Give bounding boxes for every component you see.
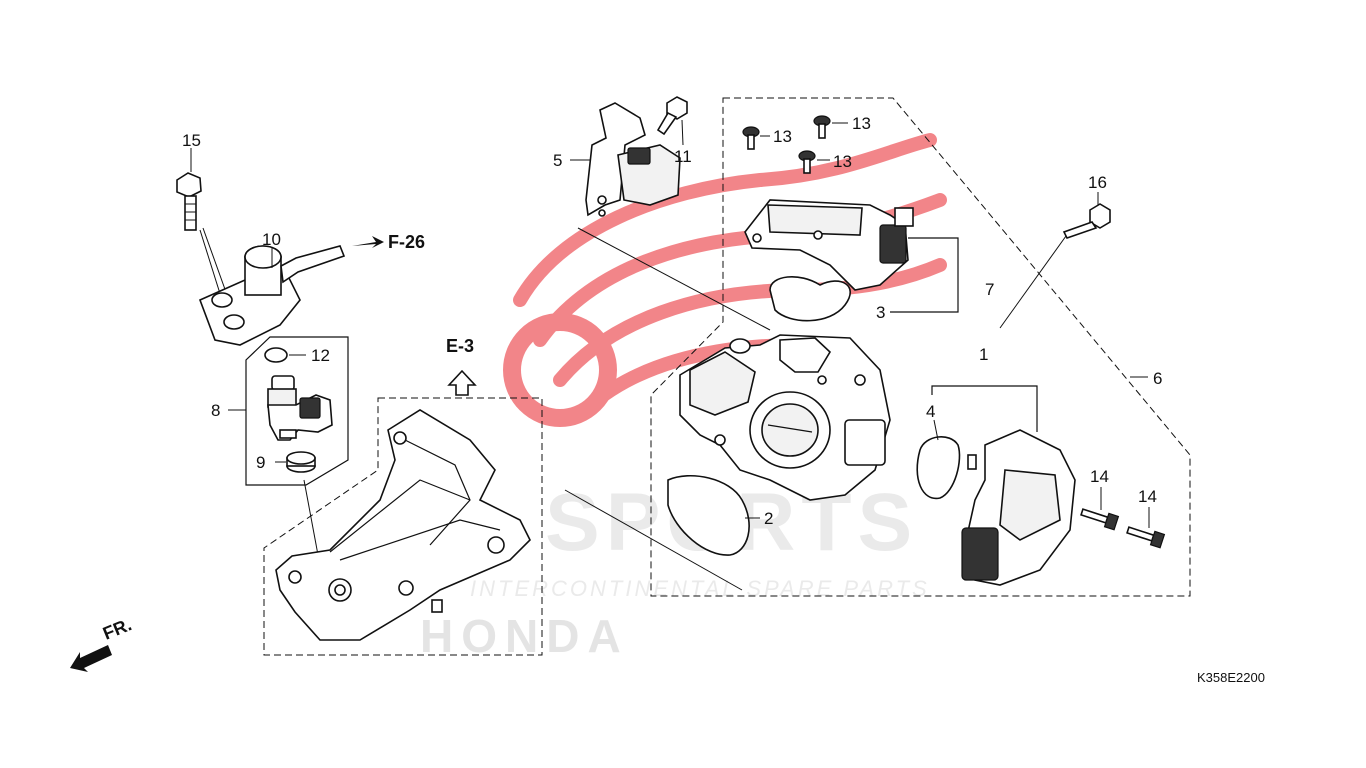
callout-3: 3 <box>876 303 885 322</box>
part-11-screw <box>656 96 688 136</box>
callout-12: 12 <box>311 346 330 365</box>
callout-10: 10 <box>262 230 281 249</box>
drawing-code: K358E2200 <box>1197 670 1265 685</box>
throttle-body <box>679 334 891 501</box>
part-5-sensor-bracket <box>585 102 681 217</box>
callout-13-b: 13 <box>852 114 871 133</box>
callout-11: 11 <box>674 147 692 166</box>
callout-13-c: 13 <box>833 152 852 171</box>
part-7-idle-air-control <box>744 199 914 291</box>
callout-9: 9 <box>256 453 265 472</box>
callout-15: 15 <box>182 131 201 150</box>
arrow-e3 <box>447 369 477 396</box>
part-14-bolts <box>1080 508 1166 549</box>
callout-8: 8 <box>211 401 220 420</box>
front-arrow <box>70 645 112 672</box>
callout-5: 5 <box>553 151 562 170</box>
callout-6: 6 <box>1153 369 1162 388</box>
intake-bracket <box>275 409 531 641</box>
callout-14-a: 14 <box>1090 467 1109 486</box>
part-2-gasket <box>667 474 750 556</box>
part-13-screws <box>742 115 831 174</box>
part-1-position-sensor <box>961 429 1076 586</box>
callout-7: 7 <box>985 280 994 299</box>
ref-f26: F-26 <box>388 232 425 252</box>
group-bracket-injector <box>245 336 349 486</box>
ref-front: FR. <box>100 614 134 643</box>
callout-16: 16 <box>1088 173 1107 192</box>
part-4-o-ring <box>916 436 961 500</box>
part-8-injector <box>267 375 333 441</box>
part-9-seal-ring <box>286 451 316 473</box>
ref-e3: E-3 <box>446 336 474 356</box>
part-3-gasket <box>769 275 851 322</box>
part-15-flange-bolt <box>176 172 202 231</box>
callout-14-b: 14 <box>1138 487 1157 506</box>
arrow-f26 <box>352 236 384 248</box>
group-bracket-7 <box>890 237 959 313</box>
watermark-maker: HONDA <box>420 610 629 662</box>
callout-1: 1 <box>979 345 988 364</box>
group-outline-bracket <box>263 397 543 656</box>
group-bracket-1 <box>931 385 1038 432</box>
part-16-bolt <box>1062 203 1111 239</box>
watermark-tagline: INTERCONTINENTAL SPARE PARTS <box>470 576 930 601</box>
group-outline-throttle-body <box>650 97 1191 597</box>
callout-13-a: 13 <box>773 127 792 146</box>
callout-4: 4 <box>926 402 935 421</box>
watermark: SPORTS INTERCONTINENTAL SPARE PARTS HOND… <box>420 133 947 662</box>
callout-2: 2 <box>764 509 773 528</box>
part-12-o-ring <box>264 347 288 363</box>
